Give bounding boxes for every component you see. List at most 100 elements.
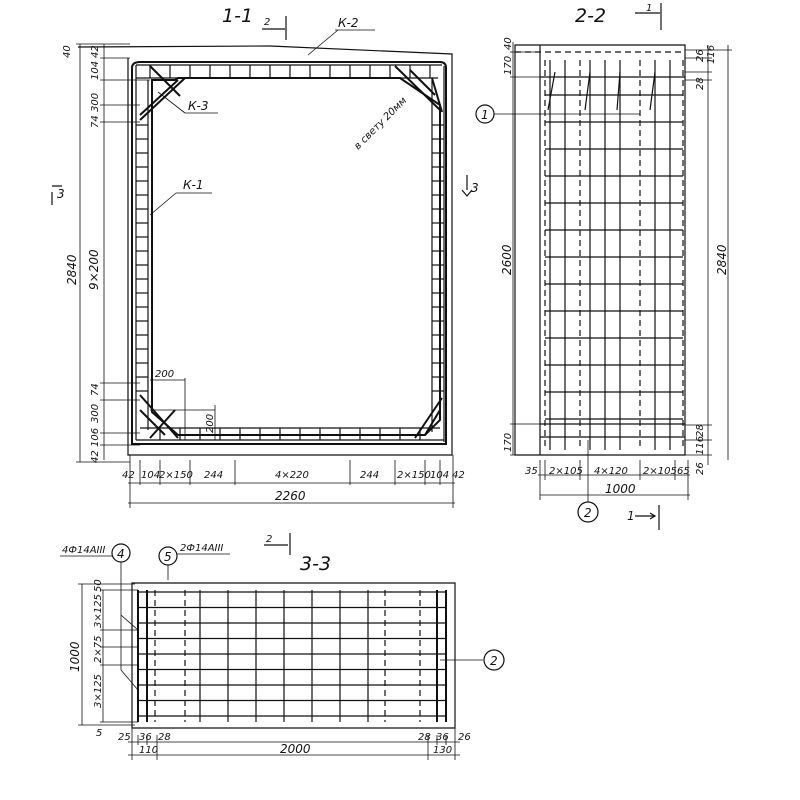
cut-mark-3-right: 3	[461, 175, 479, 197]
dim-b-104-right: 104	[430, 470, 449, 481]
label-k1: К-1	[183, 178, 203, 192]
dim-200-horizontal: 200	[155, 369, 174, 380]
dim-74-bottom: 74	[90, 383, 101, 396]
callout-1-label: 1	[481, 108, 489, 122]
section-1-1-title: 1-1	[222, 5, 253, 27]
dim-2x75: 2×75	[93, 636, 104, 663]
callout-1: 1	[475, 104, 640, 124]
callout-4: 4Ф14АIII 4	[60, 543, 139, 691]
dim-28-left: 28	[158, 732, 171, 743]
dim-b-244-left: 244	[204, 470, 223, 481]
dim-3x125-top: 3×125	[93, 594, 104, 628]
dim-130: 130	[433, 745, 452, 756]
dim-b-2x150-left: 2×150	[159, 470, 193, 481]
dim-170-top: 170	[503, 56, 514, 75]
dim-106: 106	[90, 428, 101, 447]
callout-5-spec: 2Ф14АIII	[180, 543, 223, 554]
dim-2000: 2000	[280, 742, 311, 756]
dim-36-left: 36	[139, 732, 152, 743]
dim-1000: 1000	[605, 482, 636, 496]
cut-mark-3-right-label: 3	[471, 181, 479, 195]
dim-40: 40	[62, 45, 73, 58]
callout-4-spec: 4Ф14АIII	[62, 545, 105, 556]
callout-2: 2	[577, 440, 599, 523]
cut-mark-3-left: 3	[51, 185, 65, 205]
cut-mark-2: 2	[264, 533, 291, 555]
dim-28-bottom: 28	[695, 424, 706, 437]
dim-110: 110	[139, 745, 158, 756]
dim-26-bottom: 26	[695, 462, 706, 475]
frame-inner	[151, 77, 441, 436]
bottom-dimension-lines	[128, 455, 455, 508]
dim-1000: 1000	[68, 641, 82, 672]
section-3-3-title: 3-3	[300, 553, 331, 575]
dim-200-vertical: 200	[205, 414, 216, 433]
dim-2x105-left: 2×105	[549, 466, 583, 477]
outer-contour	[131, 582, 456, 729]
callout-5-label: 5	[164, 550, 172, 564]
dim-40: 40	[503, 37, 514, 50]
dim-116-top: 116	[706, 45, 717, 64]
dim-b-42-right: 42	[452, 470, 465, 481]
clear-spacing-note: в свету 20мм	[352, 95, 409, 152]
dim-b-104-left: 104	[141, 470, 160, 481]
dim-74-top: 74	[90, 115, 101, 128]
dim-65: 65	[677, 466, 690, 477]
dim-b-42-left: 42	[122, 470, 135, 481]
cut-mark-1-bottom: 1	[627, 505, 660, 530]
cut-mark-1-top: 1	[635, 3, 662, 30]
dim-b-244-right: 244	[360, 470, 379, 481]
dim-2840: 2840	[65, 254, 79, 285]
dim-42-bottom: 42	[90, 450, 101, 463]
stirrups-left	[136, 124, 444, 392]
dim-4x120: 4×120	[594, 466, 628, 477]
dim-2600: 2600	[500, 244, 514, 275]
dim-2x105-right: 2×105	[643, 466, 677, 477]
label-k3: К-3	[188, 99, 208, 113]
dim-3x125-bottom: 3×125	[93, 674, 104, 708]
dim-50: 50	[93, 579, 104, 592]
label-k2: К-2	[338, 16, 358, 30]
callout-4-label: 4	[117, 547, 125, 561]
callout-2: 2	[440, 649, 505, 671]
dim-35: 35	[525, 466, 538, 477]
dim-2840: 2840	[715, 244, 729, 275]
callout-2-label: 2	[490, 654, 498, 668]
dim-104: 104	[90, 61, 101, 80]
left-dimension-lines	[76, 43, 150, 463]
cut-mark-2-label: 2	[264, 17, 270, 28]
mesh-3-3	[138, 590, 446, 722]
dim-5: 5	[96, 728, 102, 739]
section-3-3: 3-3 2 4Ф14АIII 4 5 2Ф14АIII 2 50	[60, 533, 505, 760]
dim-170-bottom: 170	[503, 433, 514, 452]
callout-2-label: 2	[584, 506, 592, 520]
cut-mark-2: 2	[262, 16, 287, 40]
dim-300-bottom: 300	[90, 404, 101, 423]
dim-b-2x150-right: 2×150	[397, 470, 431, 481]
section-2-2-title: 2-2	[575, 5, 606, 27]
dim-9x200: 9×200	[87, 249, 101, 290]
cut-mark-1-bottom-label: 1	[627, 509, 635, 523]
dim-26-top: 26	[695, 49, 706, 62]
section-2-2: 2-2 1 1 40 170 2600 170 26 116 28 2840 2…	[475, 3, 732, 530]
frame-outer	[131, 61, 447, 445]
dim-b-4x220: 4×220	[275, 470, 309, 481]
dim-25: 25	[118, 732, 131, 743]
dim-28-top: 28	[695, 77, 706, 90]
dim-26: 26	[458, 732, 471, 743]
haunch-bars	[139, 65, 443, 439]
stirrups-top	[149, 65, 431, 78]
callout-5: 5 2Ф14АIII	[158, 543, 230, 580]
dim-2260: 2260	[275, 489, 306, 503]
dim-300-top: 300	[90, 93, 101, 112]
dim-36-right: 36	[436, 732, 449, 743]
cut-mark-1-top-label: 1	[646, 3, 652, 14]
dim-116-bottom: 116	[695, 436, 706, 455]
cut-mark-3-left-label: 3	[57, 187, 65, 201]
dim-28-right: 28	[418, 732, 431, 743]
cut-mark-2-label: 2	[266, 534, 272, 545]
mesh-2-2	[545, 60, 683, 450]
dim-42-top: 42	[90, 45, 101, 58]
